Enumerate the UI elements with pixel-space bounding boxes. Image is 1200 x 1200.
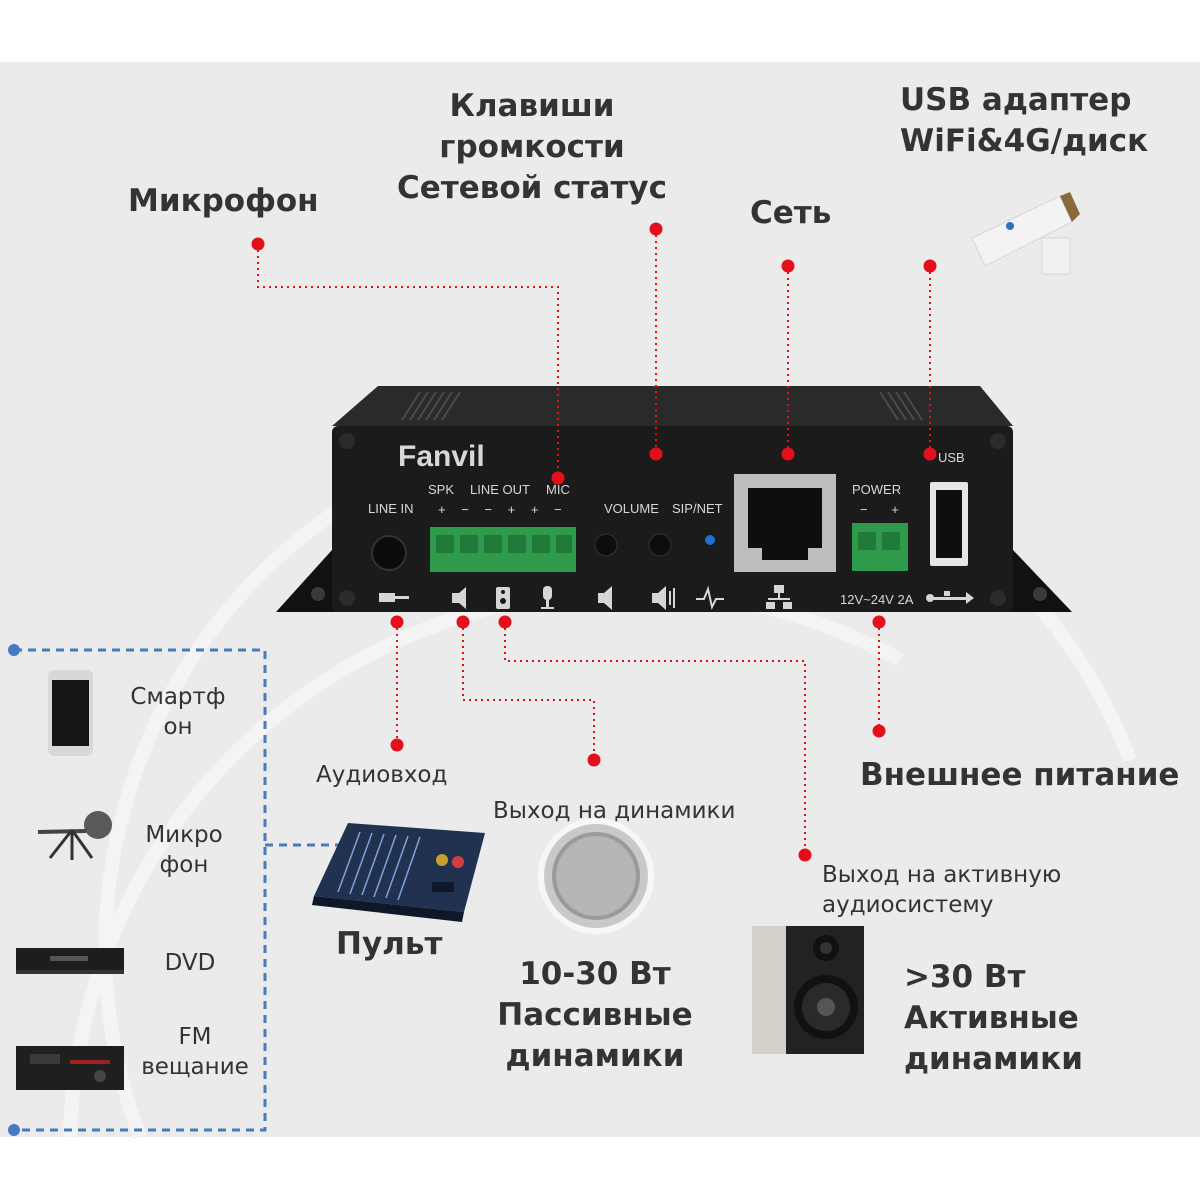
volume-callout-line-2: громкости (439, 129, 625, 165)
line-in-port-dot (390, 615, 404, 629)
usb-callout: USB адаптер WiFi&4G/диск (900, 80, 1148, 162)
spk-label: SPK (428, 482, 454, 497)
source-smartphone-label: Смартф он (118, 682, 238, 742)
callout-lines (257, 229, 931, 855)
mixer-label: Пульт (336, 926, 443, 962)
volume-callout-line-1: Клавиши (449, 88, 615, 124)
speaker-icon (452, 587, 466, 609)
source-smartphone-line-1: Смартф (130, 684, 226, 710)
power-port-dot (872, 615, 886, 629)
sipnet-icon (696, 585, 724, 610)
active-speaker-image (752, 926, 864, 1054)
voltage-label: 12V~24V 2A (840, 592, 914, 607)
source-microphone-line-1: Микро (145, 822, 223, 848)
volume-port-dot (649, 447, 663, 461)
mic-icon (541, 586, 554, 609)
passive-speakers-label: 10-30 Вт Пассивные динамики (478, 954, 712, 1077)
volume-callout-line-3: Сетевой статус (396, 170, 667, 206)
active-out-callout-line (504, 622, 806, 855)
active-type-line: Активные (904, 1000, 1079, 1036)
mic-callout-line (257, 244, 559, 478)
sources-bracket (14, 648, 345, 1132)
active-out-line-1: Выход на активную (822, 862, 1062, 888)
usb-icon (926, 591, 974, 604)
fm-tuner-image (16, 1046, 124, 1090)
volume-label: VOLUME (604, 501, 659, 516)
passive-speaker-image (538, 818, 654, 934)
power-callout: Внешнее питание (860, 757, 1180, 793)
network-icon (766, 585, 792, 609)
smartphone-image (48, 670, 93, 756)
device-brand: Fanvil (398, 440, 485, 473)
speaker-out-callout: Выход на динамики (493, 798, 736, 824)
usb-modem-image (971, 192, 1080, 275)
power-dot (872, 724, 886, 738)
terminal-polarity-label: + − − + + − (438, 502, 568, 517)
source-microphone-line-2: фон (159, 852, 209, 878)
power-polarity-label: − + (860, 502, 909, 517)
volume-up-icon (652, 586, 675, 610)
active-out-dot (798, 848, 812, 862)
passive-type-line: Пассивные (497, 997, 693, 1033)
usb-dot (923, 259, 937, 273)
line-out-port-dot (498, 615, 512, 629)
active-speakers-label: >30 Вт Активные динамики (904, 957, 1083, 1080)
network-callout: Сеть (750, 195, 832, 231)
status-led (705, 535, 715, 545)
line-in-icon (379, 593, 409, 602)
mic-callout: Микрофон (128, 183, 319, 219)
volume-up-key (648, 533, 672, 557)
active-power-line: >30 Вт (904, 959, 1026, 995)
line-out-label: LINE OUT (470, 482, 530, 497)
speaker-port-dot (456, 615, 470, 629)
volume-dot (649, 222, 663, 236)
mic-label: MIC (546, 482, 570, 497)
line-in-label: LINE IN (368, 501, 414, 516)
callout-dots (251, 222, 937, 862)
volume-down-icon (598, 586, 612, 610)
usb-callout-line-2: WiFi&4G/диск (900, 123, 1149, 159)
mixer-image (312, 823, 485, 922)
dvd-player-image (16, 948, 124, 974)
volume-down-key (594, 533, 618, 557)
microphone-image (37, 811, 112, 860)
audio-in-dot (390, 738, 404, 752)
passive-speakers-line: динамики (505, 1038, 685, 1074)
usb-port-dot (923, 447, 937, 461)
mic-dot (251, 237, 265, 251)
source-fm-label: FM вещание (135, 1022, 255, 1082)
speaker-out-callout-line (462, 622, 595, 760)
network-port-dot (781, 447, 795, 461)
device-top (332, 386, 1013, 426)
line-out-icon (496, 587, 510, 609)
line-in-jack (371, 535, 407, 571)
source-smartphone-line-2: он (163, 714, 193, 740)
active-out-callout: Выход на активную аудиосистему (822, 860, 1061, 920)
power-label: POWER (852, 482, 901, 497)
usb-callout-line-1: USB адаптер (900, 82, 1132, 118)
volume-status-callout: Клавиши громкости Сетевой статус (396, 86, 668, 209)
usb-label: USB (938, 450, 965, 465)
active-out-line-2: аудиосистему (822, 892, 994, 918)
network-dot (781, 259, 795, 273)
fanvil-device: Fanvil LINE IN SPK LINE OUT MIC + − − + … (276, 386, 1072, 612)
source-fm-line-2: вещание (141, 1054, 249, 1080)
source-dvd-line-1: DVD (164, 950, 216, 976)
passive-power-line: 10-30 Вт (519, 956, 671, 992)
audio-in-callout: Аудиовход (316, 762, 448, 788)
terminal-block (430, 527, 576, 572)
speaker-out-dot (587, 753, 601, 767)
source-microphone-label: Микро фон (124, 820, 244, 880)
source-fm-line-1: FM (178, 1024, 212, 1050)
mic-port-dot (551, 471, 565, 485)
sipnet-label: SIP/NET (672, 501, 723, 516)
source-dvd-label: DVD (130, 948, 250, 978)
active-speakers-line: динамики (904, 1041, 1083, 1077)
